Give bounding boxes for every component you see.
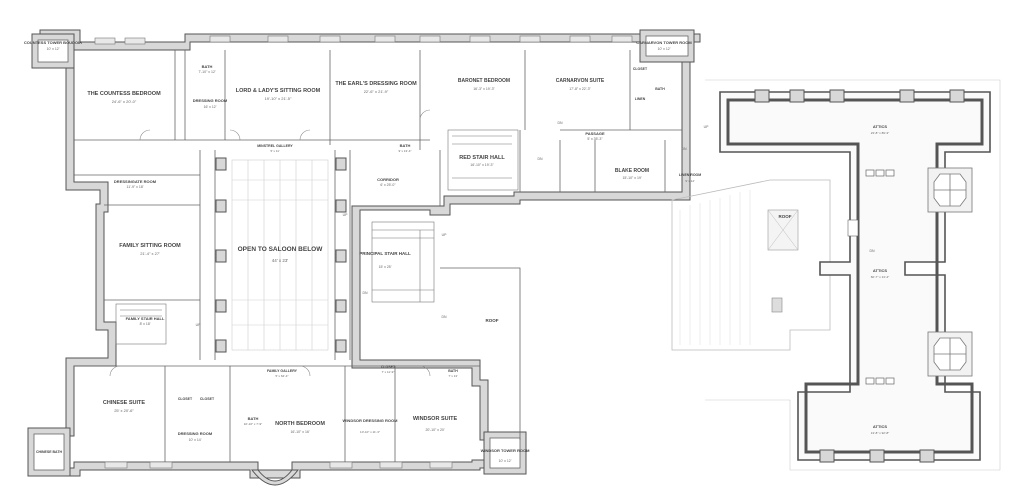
blake-name: BLAKE ROOM	[615, 168, 649, 174]
chinese-suite-name: CHINESE SUITE	[103, 400, 146, 406]
bath-c-dim: 9' x 13'-4"	[398, 149, 411, 153]
principal-stair-dim: 15' x 25'	[379, 265, 392, 269]
dressing-b-dim: 10' x 14'	[189, 438, 202, 442]
attics-bottom-dim: 13'-8" x 92'-8"	[871, 431, 889, 435]
marker-dn-5: DN	[869, 249, 875, 253]
main-building	[27, 29, 701, 486]
earls-dressing-name: THE EARL'S DRESSING ROOM	[335, 81, 417, 87]
marker-dn-6: DN	[441, 315, 447, 319]
bath-a-dim: 7'-10" x 12'	[198, 70, 216, 74]
red-stair-name: RED STAIR HALL	[459, 155, 505, 161]
dressing-a-dim: 16' x 12'	[204, 105, 217, 109]
marker-dn-4: DN	[681, 147, 687, 151]
open-saloon-dim: 44' x 23'	[272, 258, 289, 263]
minstrel-dim: 5' x 11'	[270, 149, 280, 153]
carnarvon-suite-dim: 17'-8" x 22'-3"	[569, 87, 591, 91]
closet-d-name: CLOSET	[200, 397, 215, 401]
attics-wing	[705, 79, 1001, 471]
east-roof	[671, 179, 831, 351]
bath-e-dim: 10'-10" x 7'-9"	[244, 422, 262, 426]
dressingate-dim: 11'-9" x 18'	[127, 185, 144, 189]
carnarvon-tower-name: CARNARVON TOWER ROOM	[636, 40, 692, 45]
linen-room-name: LINEN ROOM	[679, 173, 701, 177]
windsor-dressing-dim: 10'-10" x 11'-3"	[360, 430, 380, 434]
red-stair-dim: 16'-10" x 19'-3"	[470, 163, 494, 167]
minstrel-name: MINSTREL GALLERY	[257, 144, 293, 148]
baronet-name: BARONET BEDROOM	[458, 78, 510, 84]
bath-e-name: BATH	[248, 416, 259, 421]
bath-d-name: BATH	[448, 369, 458, 373]
passage-dim: 5' x 35'-3"	[587, 137, 603, 141]
marker-dn-2: DN	[537, 157, 543, 161]
baronet-dim: 16'-3" x 19'-3"	[473, 87, 495, 91]
lord-lady-name: LORD & LADY'S SITTING ROOM	[236, 88, 321, 94]
bath-a-name: BATH	[202, 64, 213, 69]
north-bedroom-name: NORTH BEDROOM	[275, 421, 325, 427]
windsor-suite-name: WINDSOR SUITE	[413, 416, 458, 422]
chinese-suite-dim: 25' x 20'-6"	[114, 408, 134, 413]
family-stair-name: FAMILY STAIR HALL	[126, 316, 165, 321]
closet-c-name: CLOSET	[178, 397, 193, 401]
passage-name: PASSAGE	[585, 131, 605, 136]
marker-up-4: UP	[442, 233, 448, 237]
corridor-name: CORRIDOR	[377, 177, 399, 182]
marker-dn-1: DN	[362, 291, 368, 295]
countess-bedroom-dim: 24'-6" x 20'-0"	[112, 99, 137, 104]
family-sitting-dim: 21'-4" x 27'	[140, 251, 160, 256]
corridor-dim: 6' x 25'-0"	[380, 183, 396, 187]
attics-top-dim: 23'-8" x 89'-3"	[871, 131, 889, 135]
countess-tower-name: COUNTESS TOWER BOUDOIR	[24, 40, 82, 45]
countess-tower-dim: 10' x 12'	[47, 47, 60, 51]
windsor-suite-dim: 20'-10" x 20'	[425, 428, 444, 432]
roof-b-name: ROOF	[779, 214, 792, 219]
dressing-a-name: DRESSING ROOM	[193, 98, 228, 103]
dressing-b-name: DRESSING ROOM	[178, 431, 213, 436]
closet-a-name: CLOSET	[633, 67, 648, 71]
bath-d-dim: 7' x 13'	[448, 374, 458, 378]
windsor-dressing-name: WINDSOR DRESSING ROOM	[343, 418, 399, 423]
bath-c-name: BATH	[400, 143, 411, 148]
linen-name: LINEN	[635, 97, 646, 101]
dressingate-name: DRESSINGATE ROOM	[114, 179, 157, 184]
family-gallery-name: FAMILY GALLERY	[267, 369, 298, 373]
stair-markers: UP DN UP DN DN DN UP DN UP DN	[196, 121, 875, 327]
room-labels: COUNTESS TOWER BOUDOIR 10' x 12' THE COU…	[24, 40, 889, 463]
closet-b-dim: 7' x 11'-9"	[382, 370, 395, 374]
windsor-tower-dim: 10' x 12'	[499, 459, 512, 463]
chinese-bath-name: CHINESE BATH	[36, 450, 62, 454]
attics-mid-name: ATTICS	[873, 268, 887, 273]
earls-dressing-dim: 22'-6" x 21'-9"	[364, 89, 389, 94]
carnarvon-suite-name: CARNARVON SUITE	[556, 78, 605, 84]
blake-dim: 15'-10" x 19'	[622, 176, 641, 180]
marker-up-1: UP	[343, 213, 349, 217]
roof-a-name: ROOF	[486, 318, 499, 323]
attics-top-name: ATTICS	[873, 124, 887, 129]
closet-b-name: CLOSET	[381, 365, 396, 369]
marker-dn-3: DN	[557, 121, 563, 125]
family-stair-dim: 8' x 18'	[140, 322, 151, 326]
principal-stair-name: PRINCIPAL STAIR HALL	[359, 251, 411, 256]
attics-bottom-name: ATTICS	[873, 424, 887, 429]
north-bedroom-dim: 16'-10" x 16'	[290, 430, 309, 434]
linen-room-dim: 9' x 14'	[685, 179, 695, 183]
open-saloon-name: OPEN TO SALOON BELOW	[238, 246, 324, 253]
family-sitting-name: FAMILY SITTING ROOM	[119, 243, 181, 249]
lord-lady-dim: 19'-10" x 21'-5"	[265, 96, 292, 101]
attics-mid-dim: 60'-7" x 13'-4"	[871, 275, 889, 279]
family-gallery-dim: 5' x 64'-4"	[275, 374, 288, 378]
marker-up-2: UP	[196, 323, 202, 327]
carnarvon-tower-dim: 10' x 12'	[658, 47, 671, 51]
countess-bedroom-name: THE COUNTESS BEDROOM	[87, 91, 161, 97]
marker-up-3: UP	[704, 125, 710, 129]
bath-b-name: BATH	[655, 87, 665, 91]
windsor-tower-name: WINDSOR TOWER ROOM	[481, 448, 530, 453]
